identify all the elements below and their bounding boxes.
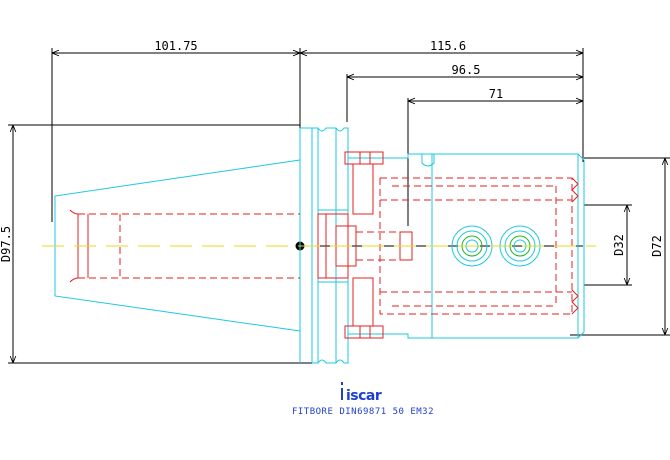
hidden-lines [69,151,579,339]
iscar-logo: iscar [341,382,382,404]
product-caption: FITBORE DIN69871 50 EM32 [292,407,434,417]
dim-right-inner-diameter: D32 [612,234,626,256]
dim-right-outer-diameter: D72 [650,235,664,257]
dim-top-overall: 101.75 [154,39,197,53]
dim-left-diameter: D97.5 [0,226,13,262]
dimension-lines [8,48,670,364]
logo-text: iscar [346,388,382,404]
dim-top-right: 115.6 [430,39,466,53]
dim-inner-right: 71 [489,87,503,101]
dim-mid-right: 96.5 [452,63,481,77]
